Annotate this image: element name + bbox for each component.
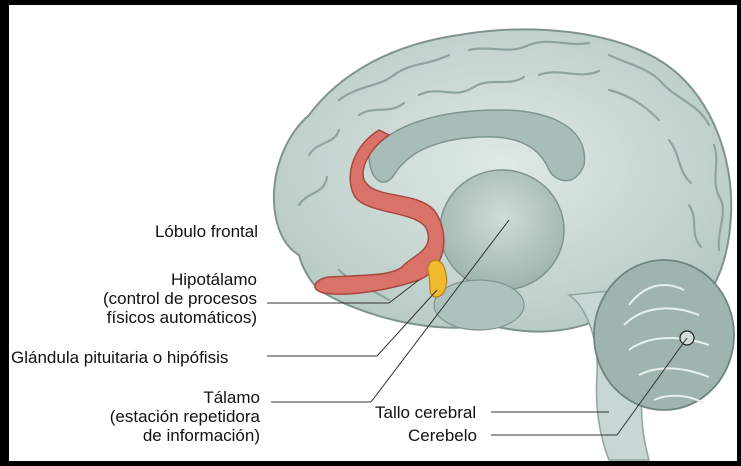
label-cerebellum: Cerebelo	[408, 426, 477, 445]
label-thalamus: Tálamo	[49, 388, 260, 407]
label-hypothalamus: Hipotálamo	[49, 270, 257, 289]
pituitary-shape	[428, 260, 447, 297]
label-thalamus-desc-2: de información)	[49, 426, 260, 445]
label-frontal-lobe: Lóbulo frontal	[49, 222, 258, 241]
label-brainstem: Tallo cerebral	[375, 403, 476, 422]
cerebellum-shape	[594, 260, 734, 410]
label-pituitary: Glándula pituitaria o hipófisis	[11, 348, 228, 367]
label-hypothalamus-desc-1: (control de procesos	[49, 289, 257, 308]
label-hypothalamus-desc-2: físicos automáticos)	[49, 308, 257, 327]
label-thalamus-desc-1: (estación repetidora	[49, 407, 260, 426]
diagram-canvas: Lóbulo frontal Hipotálamo (control de pr…	[9, 5, 737, 461]
